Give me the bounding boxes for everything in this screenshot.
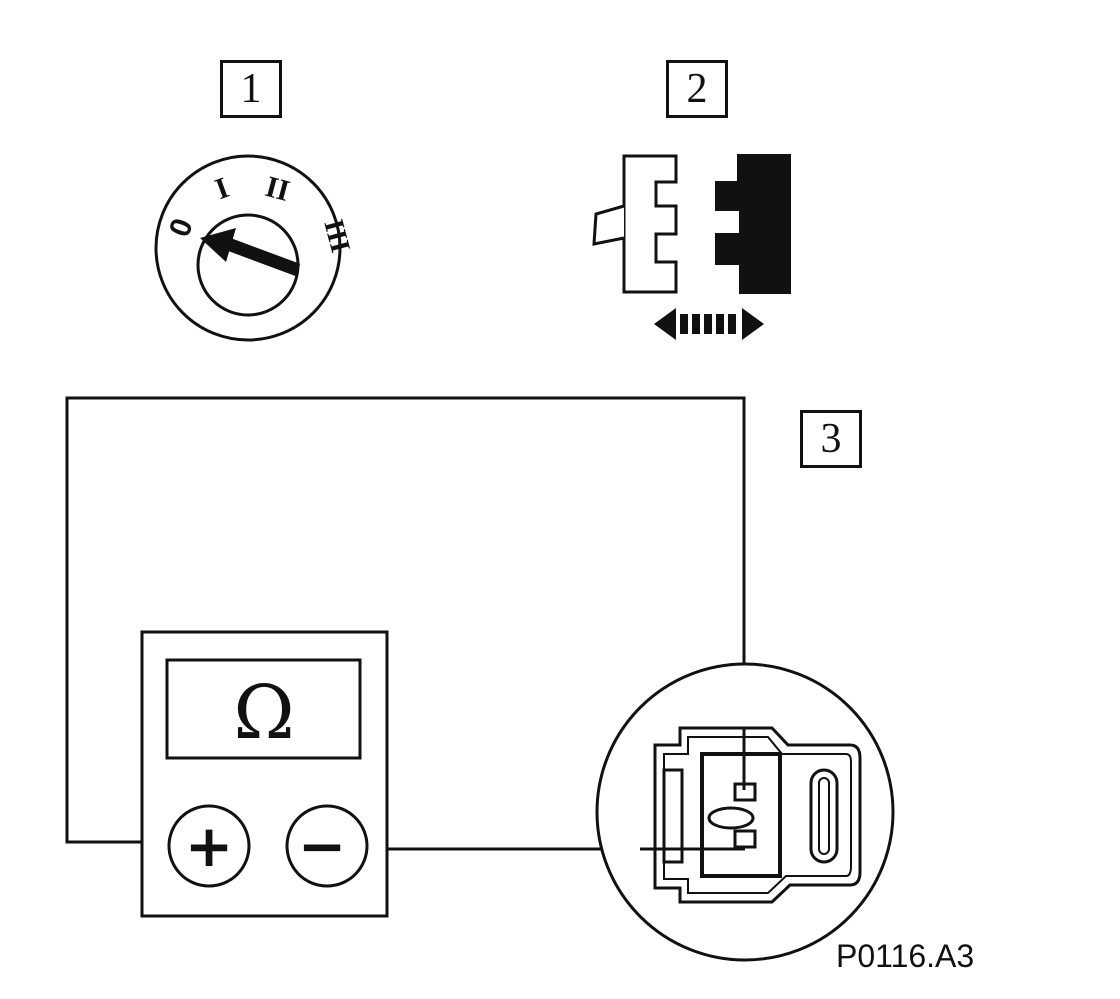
sensor-pin-2 bbox=[733, 829, 757, 849]
positive-test-lead bbox=[65, 396, 746, 844]
key-arrow-icon bbox=[200, 228, 301, 277]
ohm-symbol: Ω bbox=[233, 670, 294, 756]
harness-connector-half bbox=[622, 154, 678, 294]
minus-icon: − bbox=[298, 812, 347, 880]
negative-terminal bbox=[285, 804, 369, 888]
multimeter-display bbox=[165, 658, 362, 760]
positive-terminal bbox=[167, 804, 251, 888]
connector-housing-inner bbox=[663, 736, 852, 894]
figure-reference-code: P0116.A3 bbox=[836, 938, 975, 974]
step-number-3: 3 bbox=[800, 410, 862, 468]
connector-disconnect bbox=[592, 154, 791, 340]
multimeter: Ω + − bbox=[140, 630, 389, 918]
ignition-switch: 0 I II III bbox=[154, 154, 356, 342]
sensor-connector-half bbox=[715, 154, 791, 294]
step-number-1: 1 bbox=[220, 60, 282, 118]
plus-icon: + bbox=[185, 812, 234, 880]
step-number-2: 2 bbox=[666, 60, 728, 118]
sensor-connector-detail bbox=[595, 662, 895, 962]
connector-latch bbox=[662, 768, 684, 864]
harness-wire-stub bbox=[592, 204, 625, 246]
disconnect-arrow-icon bbox=[654, 308, 764, 340]
center-key bbox=[707, 806, 755, 830]
